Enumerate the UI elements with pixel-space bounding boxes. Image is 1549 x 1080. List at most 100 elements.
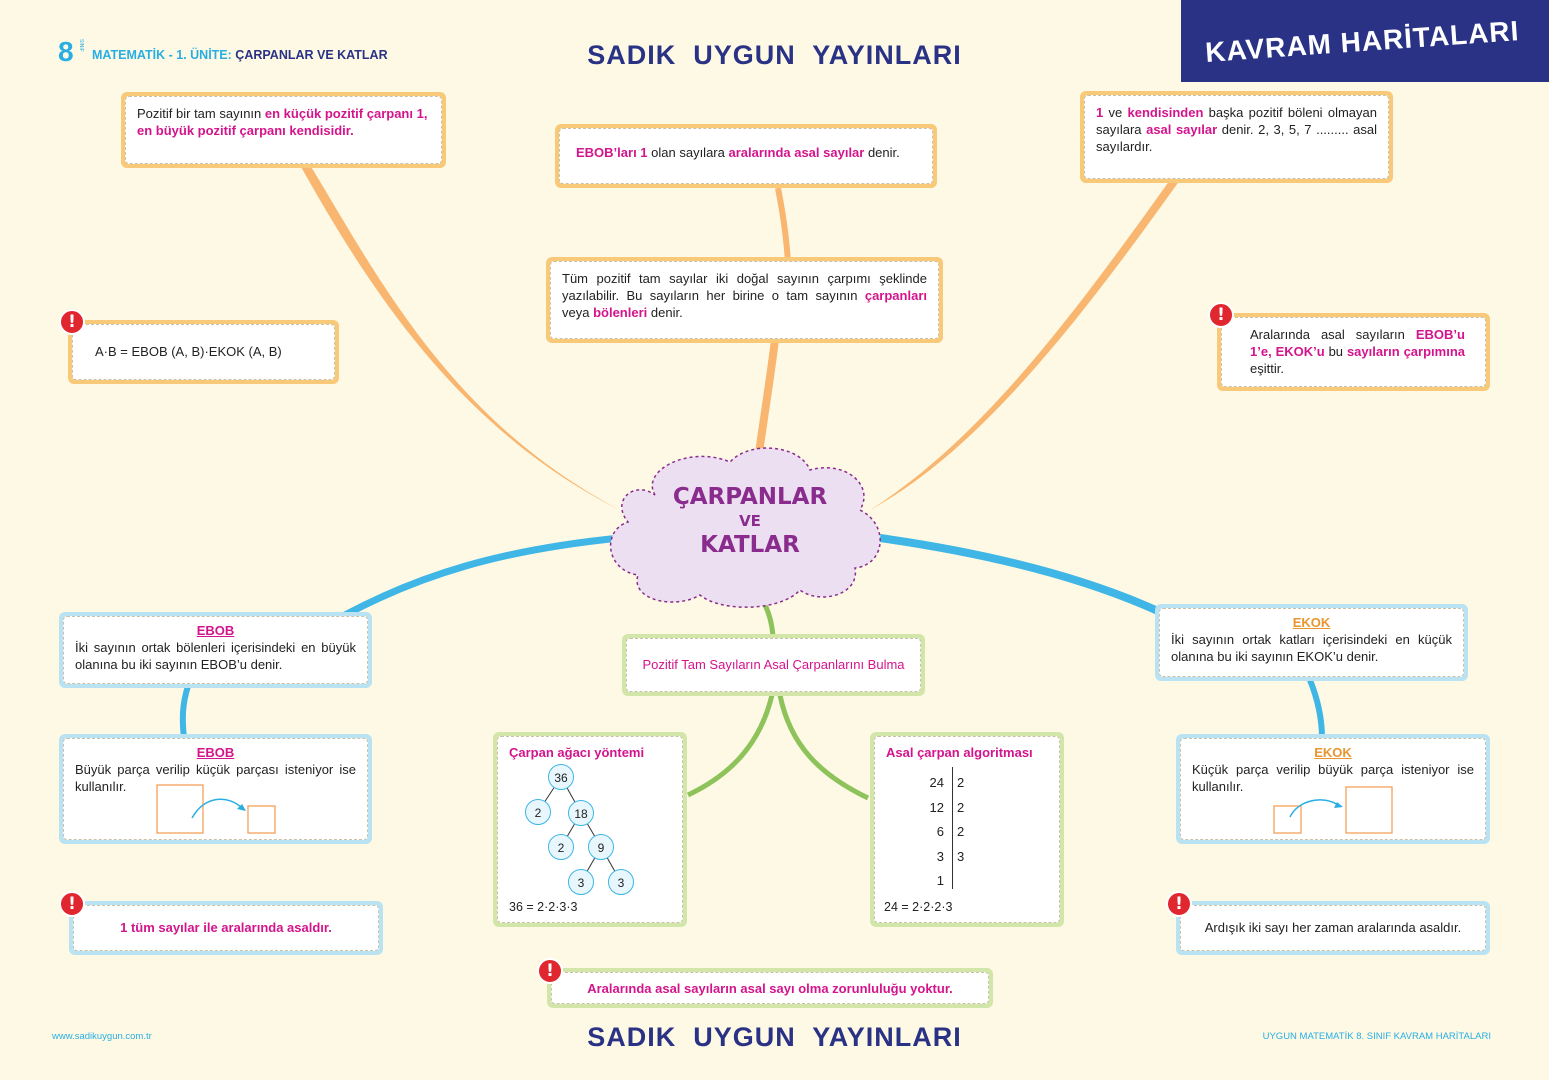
algo-right-value: 2 xyxy=(957,824,965,839)
center-line2: VE xyxy=(739,512,761,530)
algo-result: 24 = 2·2·2·3 xyxy=(884,900,953,914)
pos-factor-bold: en küçük pozitif çarpanı 1, en büyük poz… xyxy=(137,106,428,138)
center-line3: KATLAR xyxy=(700,532,800,558)
box-ebob-coprime: EBOB’ları 1 olan sayılara aralarında asa… xyxy=(555,124,937,188)
branch-right-blue xyxy=(879,534,1162,616)
grade-number: 8 xyxy=(58,36,74,67)
coprime-rule-text-1: Aralarında asal sayıların xyxy=(1250,327,1416,342)
factors-text-2: veya xyxy=(562,305,594,320)
not-prime-text: Aralarında asal sayıların asal sayı olma… xyxy=(551,972,989,1004)
coprime-text-2: denir. xyxy=(864,145,900,160)
algo-divider xyxy=(952,767,953,889)
coprime-bold-1: EBOB’ları 1 xyxy=(576,145,648,160)
ekok-use-title: EKOK xyxy=(1314,745,1352,760)
box-one-coprime: 1 tüm sayılar ile aralarında asaldır. xyxy=(69,901,383,955)
footer-series: UYGUN MATEMATİK 8. SINIF KAVRAM HARİTALA… xyxy=(1262,1031,1491,1042)
ebob-piece-diagram xyxy=(156,784,276,834)
algo-right-value: 2 xyxy=(957,799,965,815)
subject-title: ÇARPANLAR VE KATLAR xyxy=(235,48,388,62)
algo-left-value: 24 xyxy=(929,775,944,790)
coprime-text-1: olan sayılara xyxy=(647,145,729,160)
ebob-def-text: İki sayının ortak bölenleri içerisindeki… xyxy=(75,640,356,672)
coprime-bold-2: aralarında asal sayılar xyxy=(728,145,865,160)
algo-right-value: 2 xyxy=(957,775,965,790)
center-cloud xyxy=(609,447,881,608)
algo-right-column: 2 2 2 3 xyxy=(957,771,964,869)
branch-top-right xyxy=(870,180,1180,510)
branch-green-top xyxy=(762,603,776,637)
factors-bold-1: çarpanları xyxy=(864,288,927,303)
factors-text-3: denir. xyxy=(647,305,683,320)
box-prime-algorithm: Asal çarpan algoritması xyxy=(870,732,1064,927)
ebob-use-title: EBOB xyxy=(196,745,235,760)
tree-node: 36 xyxy=(548,764,574,790)
warning-icon: ! xyxy=(1208,302,1234,328)
subject-line: MATEMATİK - 1. ÜNİTE: ÇARPANLAR VE KATLA… xyxy=(92,48,388,62)
algo-title: Asal çarpan algoritması xyxy=(886,745,1033,760)
algo-left-value: 1 xyxy=(936,873,944,888)
box-factors-definition: Tüm pozitif tam sayılar iki doğal sayını… xyxy=(546,257,943,343)
box-prime-factor-title: Pozitif Tam Sayıların Asal Çarpanlarını … xyxy=(622,634,925,696)
prime-bold-3: asal sayılar xyxy=(1146,122,1218,137)
grade-word: SINIF xyxy=(78,39,84,52)
tree-node: 2 xyxy=(548,834,574,860)
footer-website[interactable]: www.sadikuygun.com.tr xyxy=(52,1031,152,1042)
warning-icon: ! xyxy=(1166,891,1192,917)
box-ebob-use: EBOB Büyük parça verilip küçük parçası i… xyxy=(59,734,372,844)
branch-ebob-link xyxy=(179,685,191,739)
kavram-badge xyxy=(1181,0,1549,82)
formula-text: A·B = EBOB (A, B)·EKOK (A, B) xyxy=(72,324,335,380)
algo-left-value: 12 xyxy=(929,799,944,815)
ekok-use-text: Küçük parça verilip büyük parça isteniyo… xyxy=(1192,762,1474,794)
ekok-piece-diagram xyxy=(1273,786,1393,834)
branch-green-right xyxy=(777,694,870,801)
center-title: ÇARPANLAR VE KATLAR xyxy=(640,483,860,559)
warning-icon: ! xyxy=(537,958,563,984)
coprime-rule-text-3: eşittir. xyxy=(1250,361,1284,376)
box-coprime-rule: Aralarında asal sayıların EBOB’u 1’e, EK… xyxy=(1217,313,1490,391)
prime-bold-1: 1 xyxy=(1096,105,1104,120)
algo-right-value: 3 xyxy=(957,848,965,864)
coprime-rule-bold-2: sayıların çarpımına xyxy=(1346,344,1465,359)
coprime-rule-bold-1: EBOB’u 1’e, EKOK’u xyxy=(1250,327,1465,359)
tree-node: 2 xyxy=(525,799,551,825)
algo-left-value: 3 xyxy=(936,848,944,864)
algo-left-value: 6 xyxy=(936,824,944,839)
subject-prefix: MATEMATİK - 1. ÜNİTE: xyxy=(92,48,232,62)
prime-text-1: ve xyxy=(1103,105,1128,120)
pos-factor-text: Pozitif bir tam sayının xyxy=(137,106,265,121)
box-formula: A·B = EBOB (A, B)·EKOK (A, B) xyxy=(68,320,339,384)
branch-ekok-link xyxy=(1307,678,1325,739)
factors-bold-2: bölenleri xyxy=(593,305,648,320)
tree-node: 18 xyxy=(568,800,594,826)
publisher-title: SADIK UYGUN YAYINLARI xyxy=(587,40,962,70)
box-ebob-definition: EBOB İki sayının ortak bölenleri içerisi… xyxy=(59,612,372,688)
box-ekok-use: EKOK Küçük parça verilip büyük parça ist… xyxy=(1176,734,1490,844)
warning-icon: ! xyxy=(59,309,85,335)
box-factor-tree: Çarpan ağacı yöntemi xyxy=(493,732,687,927)
factors-text-1: Tüm pozitif tam sayılar iki doğal sayını… xyxy=(562,271,927,303)
consecutive-text: Ardışık iki sayı her zaman aralarında as… xyxy=(1180,905,1486,951)
ebob-use-text: Büyük parça verilip küçük parçası isteni… xyxy=(75,762,356,794)
center-line1: ÇARPANLAR xyxy=(672,484,828,510)
box-ekok-definition: EKOK İki sayının ortak katları içerisind… xyxy=(1155,604,1468,681)
prime-factor-title-text: Pozitif Tam Sayıların Asal Çarpanlarını … xyxy=(626,638,921,692)
prime-text-3: denir. 2, 3, 5, 7 ......... asal sayılar… xyxy=(1096,122,1378,154)
box-prime-definition: 1 ve kendisinden başka pozitif böleni ol… xyxy=(1080,91,1393,183)
coprime-rule-text-2: bu xyxy=(1324,344,1347,359)
warning-icon: ! xyxy=(59,891,85,917)
prime-text-2: başka pozitif böleni olmayan sayılara xyxy=(1096,105,1377,137)
tree-node: 9 xyxy=(588,834,614,860)
tree-node: 3 xyxy=(568,869,594,895)
tree-node: 3 xyxy=(608,869,634,895)
tree-lines xyxy=(537,776,622,883)
branch-left-blue xyxy=(343,534,621,619)
grade-badge: 8 SINIF xyxy=(58,36,84,68)
tree-title: Çarpan ağacı yöntemi xyxy=(509,745,645,760)
box-not-prime: Aralarında asal sayıların asal sayı olma… xyxy=(547,968,993,1008)
footer-publisher: SADIK UYGUN YAYINLARI xyxy=(587,1022,962,1052)
box-consecutive: Ardışık iki sayı her zaman aralarında as… xyxy=(1176,901,1490,955)
one-coprime-text: 1 tüm sayılar ile aralarında asaldır. xyxy=(73,905,379,951)
ebob-def-title: EBOB xyxy=(196,623,235,638)
prime-bold-2: kendisinden xyxy=(1127,105,1204,120)
